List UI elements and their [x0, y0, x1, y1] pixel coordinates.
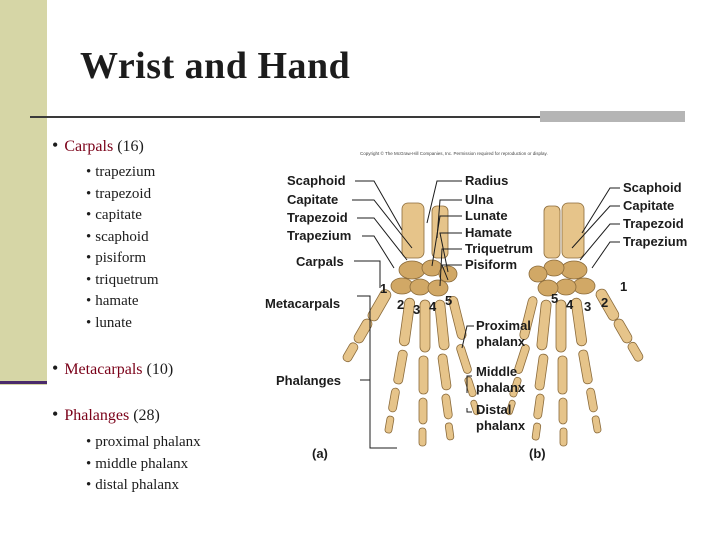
label-hamate: Hamate [465, 225, 512, 240]
phalanges-label: Phalanges [64, 407, 130, 424]
sub-bullet-item: •capitate [86, 207, 142, 223]
digit-number-a: 1 [380, 281, 387, 296]
sub-bullet-item: •middle phalanx [86, 456, 189, 472]
sub-bullet-item: •scaphoid [86, 229, 149, 245]
label-distal: Distal [476, 402, 511, 417]
left-accent-bar [0, 0, 47, 385]
label-trapezium-left: Trapezium [287, 228, 351, 243]
copyright-notice: Copyright © The McGraw-Hill Companies, I… [360, 150, 548, 156]
bullet-dot: • [52, 135, 59, 155]
panel-label-b: (b) [529, 446, 546, 461]
sub-bullet-item: •proximal phalanx [86, 434, 201, 450]
carpals-label: Carpals [64, 138, 114, 155]
label-trapezoid-left: Trapezoid [287, 210, 348, 225]
bullet-carpals: • Carpals (16) [52, 135, 144, 156]
bullet-phalanges: • Phalanges (28) [52, 404, 160, 425]
slide-title: Wrist and Hand [80, 45, 351, 87]
label-proximal: Proximal [476, 318, 531, 333]
label-distal-phalanx: phalanx [476, 418, 526, 433]
label-triquetrum: Triquetrum [465, 241, 533, 256]
sub-bullet-text: middle phalanx [95, 456, 189, 472]
label-middle: Middle [476, 364, 517, 379]
panel-label-a: (a) [312, 446, 328, 461]
phalanges-count: (28) [133, 407, 160, 424]
label-metacarpals: Metacarpals [265, 296, 340, 311]
hand-bone-svg: Copyright © The McGraw-Hill Companies, I… [265, 150, 687, 461]
bullet-dot: • [52, 358, 59, 378]
label-trapezoid-right: Trapezoid [623, 216, 684, 231]
sub-bullet-text: scaphoid [95, 229, 149, 245]
sub-bullet-item: •trapezium [86, 164, 156, 180]
sub-bullet-item: •lunate [86, 315, 132, 331]
bullet-dot: • [52, 404, 59, 424]
metacarpals-count: (10) [146, 361, 174, 378]
hand-b-illustration [506, 202, 644, 447]
digit-number-b: 2 [601, 295, 608, 310]
sub-bullet-text: trapezoid [95, 186, 152, 202]
sub-bullet-item: •triquetrum [86, 272, 159, 288]
sub-bullet-item: •pisiform [86, 250, 147, 266]
sub-bullet-text: pisiform [95, 250, 147, 266]
label-radius: Radius [465, 173, 508, 188]
digit-number-b: 4 [566, 297, 574, 312]
label-trapezium-right: Trapezium [623, 234, 687, 249]
sub-bullet-text: trapezium [95, 164, 156, 180]
sub-bullet-text: triquetrum [95, 272, 159, 288]
hand-a-illustration [342, 202, 480, 447]
sub-bullet-item: •hamate [86, 293, 139, 309]
digit-number-a: 2 [397, 297, 404, 312]
digit-number-b: 1 [620, 279, 627, 294]
sub-bullet-text: hamate [95, 293, 139, 309]
title-rule-accent [540, 111, 685, 122]
sub-bullet-item: •distal phalanx [86, 477, 179, 493]
label-proximal-phalanx: phalanx [476, 334, 526, 349]
label-pisiform: Pisiform [465, 257, 517, 272]
label-capitate-left: Capitate [287, 192, 338, 207]
metacarpals-label: Metacarpals [64, 361, 143, 378]
label-lunate: Lunate [465, 208, 508, 223]
sub-bullet-text: capitate [95, 207, 142, 223]
left-accent-underline [0, 381, 47, 384]
label-carpals: Carpals [296, 254, 344, 269]
label-capitate-right: Capitate [623, 198, 674, 213]
digit-number-a: 5 [445, 293, 452, 308]
digit-number-a: 3 [413, 302, 420, 317]
label-ulna: Ulna [465, 192, 494, 207]
sub-bullet-item: •trapezoid [86, 186, 152, 202]
title-rule [30, 116, 685, 118]
digit-number-b: 3 [584, 299, 591, 314]
carpals-count: (16) [117, 138, 144, 155]
sub-bullet-text: proximal phalanx [95, 434, 201, 450]
sub-bullet-text: lunate [95, 315, 132, 331]
sub-bullet-text: distal phalanx [95, 477, 179, 493]
label-middle-phalanx: phalanx [476, 380, 526, 395]
hand-bone-diagram: Copyright © The McGraw-Hill Companies, I… [262, 148, 699, 473]
label-phalanges: Phalanges [276, 373, 341, 388]
label-scaphoid-left: Scaphoid [287, 173, 346, 188]
digit-number-b: 5 [551, 291, 558, 306]
digit-number-a: 4 [429, 299, 437, 314]
label-scaphoid-right: Scaphoid [623, 180, 682, 195]
leader-lines [352, 180, 620, 449]
bullet-metacarpals: • Metacarpals (10) [52, 358, 173, 379]
